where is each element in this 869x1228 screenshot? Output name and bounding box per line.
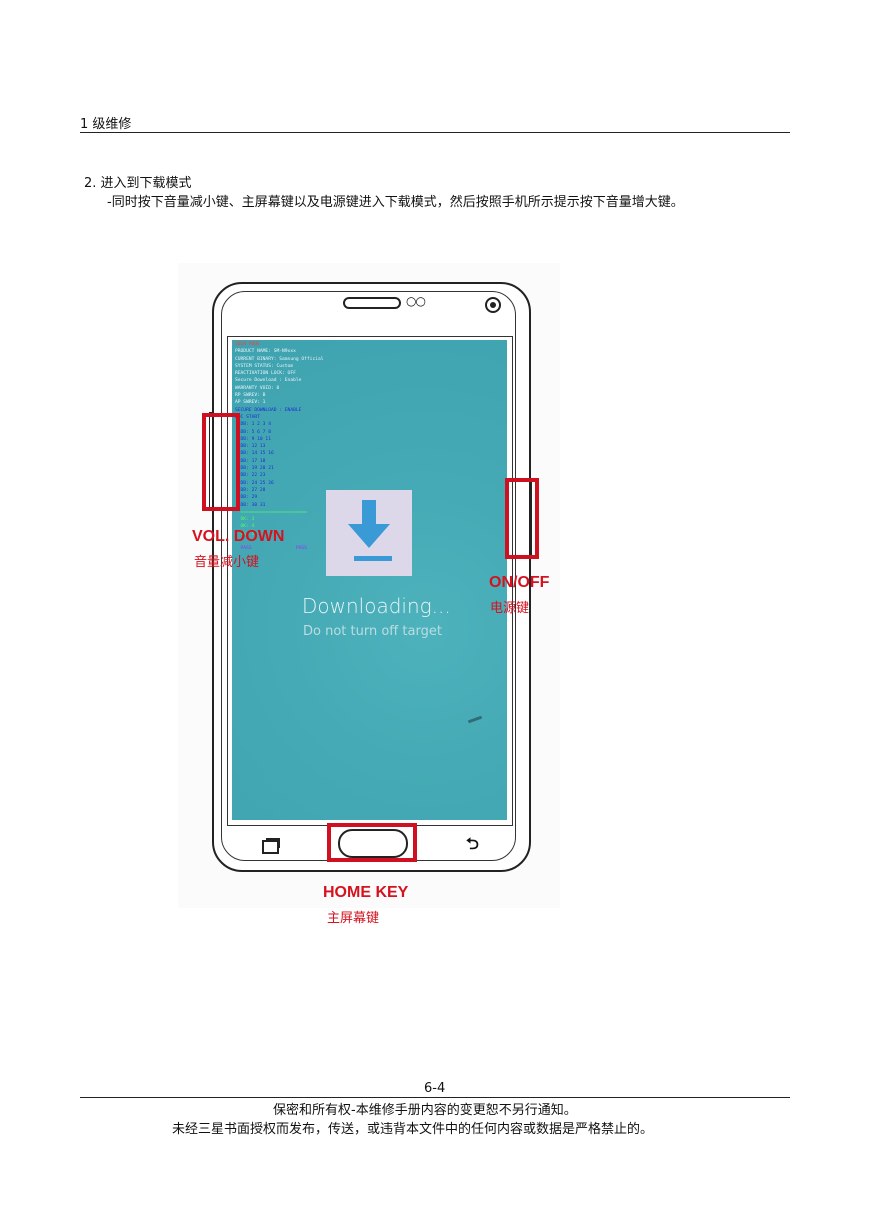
download-mode-screen xyxy=(232,340,507,820)
power-label: ON/OFF xyxy=(489,574,550,591)
back-icon: ⮌ xyxy=(466,834,479,853)
footer-confidential-notice: 保密和所有权-本维修手册内容的变更恕不另行通知。 xyxy=(273,1103,577,1118)
vol-down-highlight xyxy=(202,413,240,511)
section-header: 1 级维修 xyxy=(80,117,132,132)
step-title: 2. 进入到下载模式 xyxy=(84,176,192,191)
earpiece-speaker xyxy=(343,297,401,309)
home-key-label-cn: 主屏幕键 xyxy=(327,911,380,926)
recent-apps-icon-back xyxy=(266,838,280,848)
sensors-icon: ○○ xyxy=(406,294,426,308)
power-highlight xyxy=(505,478,539,559)
front-camera-icon xyxy=(485,297,501,313)
home-key xyxy=(338,829,408,858)
header-divider xyxy=(80,132,790,133)
vol-down-label-cn: 音量减小键 xyxy=(194,555,260,570)
download-baseline xyxy=(354,556,392,561)
do-not-turn-off-text: Do not turn off target xyxy=(303,624,442,639)
footer-copyright-notice: 未经三星书面授权而发布，传送，或违背本文件中的任何内容或数据是严格禁止的。 xyxy=(172,1122,654,1137)
footer-divider xyxy=(80,1097,790,1098)
camera-lens-dot xyxy=(490,302,496,308)
home-highlight xyxy=(327,823,417,862)
download-log-text: ODIN MODE PRODUCT NAME: SM-N9xxx CURRENT… xyxy=(235,342,324,552)
step-description: -同时按下音量减小键、主屏幕键以及电源键进入下载模式，然后按照手机所示提示按下音… xyxy=(107,195,684,210)
vol-down-label: VOL. DOWN xyxy=(192,528,285,545)
home-key-label: HOME KEY xyxy=(323,884,409,901)
downloading-text: Downloading... xyxy=(302,594,451,618)
download-arrow-icon xyxy=(348,500,390,548)
page-number: 6-4 xyxy=(424,1081,446,1096)
power-label-cn: 电源键 xyxy=(490,601,530,616)
